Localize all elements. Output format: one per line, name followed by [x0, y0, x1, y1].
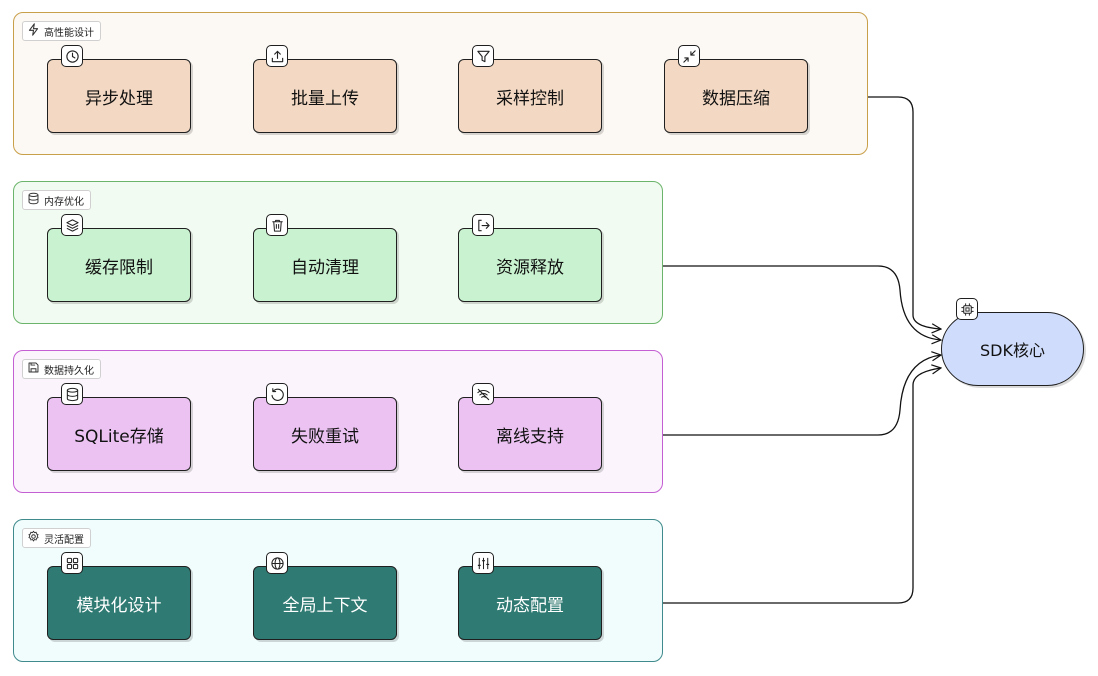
save-icon — [27, 361, 40, 377]
sdk-core-node[interactable]: SDK核心 — [941, 312, 1084, 386]
shrink-icon — [678, 45, 700, 67]
node-label: 模块化设计 — [76, 595, 162, 616]
rotate-icon — [266, 383, 288, 405]
node-dynamic-config[interactable]: 动态配置 — [458, 566, 602, 640]
edge-compression-to-core — [808, 96, 941, 329]
group-label-high-performance: 高性能设计 — [22, 21, 101, 41]
database-icon — [61, 383, 83, 405]
group-title: 高性能设计 — [44, 27, 94, 39]
clock-icon — [61, 45, 83, 67]
node-batch-upload[interactable]: 批量上传 — [253, 59, 397, 133]
group-title: 内存优化 — [44, 196, 84, 208]
node-failure-retry[interactable]: 失败重试 — [253, 397, 397, 471]
node-label: 离线支持 — [496, 426, 564, 447]
filter-icon — [472, 45, 494, 67]
node-label: 资源释放 — [496, 257, 564, 278]
node-label: 异步处理 — [85, 88, 153, 109]
group-title: 灵活配置 — [44, 534, 84, 546]
node-cache-limit[interactable]: 缓存限制 — [47, 228, 191, 302]
node-modular-design[interactable]: 模块化设计 — [47, 566, 191, 640]
node-label: 全局上下文 — [282, 595, 368, 616]
node-async-processing[interactable]: 异步处理 — [47, 59, 191, 133]
database-icon — [27, 192, 40, 208]
node-auto-cleanup[interactable]: 自动清理 — [253, 228, 397, 302]
grid-icon — [61, 552, 83, 574]
node-label: SQLite存储 — [74, 426, 164, 447]
globe-icon — [266, 552, 288, 574]
node-global-context[interactable]: 全局上下文 — [253, 566, 397, 640]
core-connectors — [603, 96, 941, 604]
edge-offline-to-core — [603, 355, 941, 436]
logout-icon — [472, 214, 494, 236]
node-label: 动态配置 — [496, 595, 564, 616]
edge-release-to-core — [603, 265, 941, 340]
node-sqlite-storage[interactable]: SQLite存储 — [47, 397, 191, 471]
node-label: 数据压缩 — [702, 88, 770, 109]
node-label: 失败重试 — [291, 426, 359, 447]
edge-dynamic-config-to-core — [603, 368, 941, 604]
group-label-flexible-config: 灵活配置 — [22, 528, 91, 548]
core-label: SDK核心 — [980, 341, 1045, 360]
node-label: 缓存限制 — [85, 257, 153, 278]
group-label-data-persistence: 数据持久化 — [22, 359, 101, 379]
layers-icon — [61, 214, 83, 236]
group-label-memory-optimization: 内存优化 — [22, 190, 91, 210]
chip-icon — [956, 298, 978, 320]
lightning-icon — [27, 23, 40, 39]
upload-icon — [266, 45, 288, 67]
node-data-compression[interactable]: 数据压缩 — [664, 59, 808, 133]
group-title: 数据持久化 — [44, 365, 94, 377]
gear-icon — [27, 530, 40, 546]
trash-icon — [266, 214, 288, 236]
node-label: 自动清理 — [291, 257, 359, 278]
node-label: 批量上传 — [291, 88, 359, 109]
node-resource-release[interactable]: 资源释放 — [458, 228, 602, 302]
node-label: 采样控制 — [496, 88, 564, 109]
wifi-off-icon — [472, 383, 494, 405]
node-offline-support[interactable]: 离线支持 — [458, 397, 602, 471]
sliders-icon — [472, 552, 494, 574]
node-sampling-control[interactable]: 采样控制 — [458, 59, 602, 133]
